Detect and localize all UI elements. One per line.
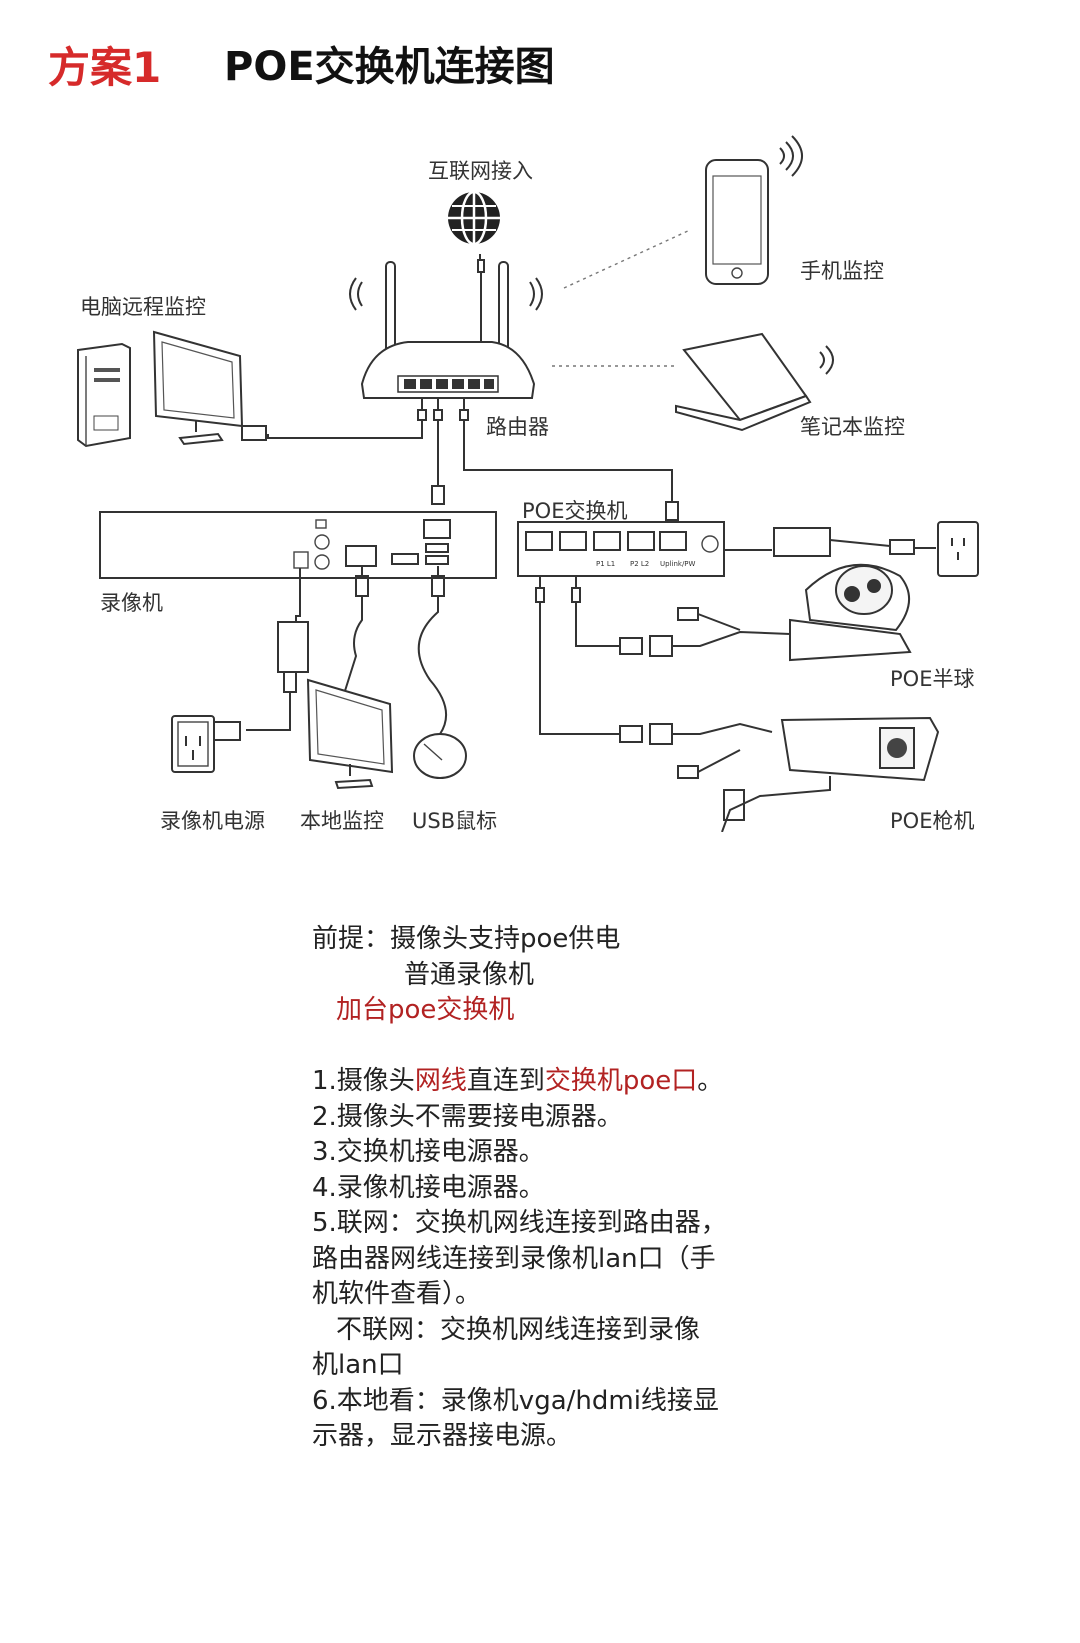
note-item-5: 5.联网：交换机网线连接到路由器， — [312, 1208, 727, 1238]
premise-label: 前提： — [312, 924, 391, 954]
label-usb-mouse: USB鼠标 — [412, 809, 497, 832]
note-item-3: 3.交换机接电源器。 — [312, 1137, 545, 1167]
usb-mouse-icon — [413, 733, 467, 779]
nvr-recorder-icon — [99, 511, 497, 579]
premise-line-2: 普通录像机 — [404, 959, 535, 990]
note-item-5-cont: 机lan口 — [312, 1350, 404, 1380]
premise-line: 前提：摄像头支持poe供电 — [312, 922, 792, 958]
label-router: 路由器 — [486, 415, 549, 439]
wifi-waves-icon — [349, 277, 543, 311]
note-highlight: 网线 — [414, 1066, 467, 1096]
note-item-4: 4.录像机接电源器。 — [312, 1172, 545, 1203]
local-monitor-icon — [306, 678, 394, 790]
label-bullet: POE枪机 — [890, 809, 974, 832]
power-outlet-icon — [171, 715, 241, 773]
note-item-1: 1.摄像头网线直连到交换机poe口。 — [312, 1064, 792, 1100]
switch-port-label: P2 L2 — [630, 560, 649, 568]
router-pc-cable — [267, 398, 427, 439]
note-item-5-offline: 不联网：交换机网线连接到录像 — [336, 1314, 701, 1345]
globe-icon — [448, 190, 500, 246]
note-item-6-cont: 示器，显示器接电源。 — [312, 1421, 573, 1451]
vga-cable — [343, 566, 369, 695]
note-item-2: 2.摄像头不需要接电源器。 — [312, 1101, 623, 1132]
label-nvr-power: 录像机电源 — [160, 809, 265, 832]
label-poe-switch: POE交换机 — [522, 499, 627, 523]
switch-dome-cable — [571, 576, 620, 647]
label-internet: 互联网接入 — [428, 159, 533, 183]
desktop-pc-icon — [77, 330, 244, 448]
router-switch-cable — [459, 398, 679, 521]
label-phone: 手机监控 — [800, 259, 884, 283]
poe-switch-icon: P1 L1 P2 L2 Uplink/PW — [517, 521, 725, 577]
note-item-6: 6.本地看：录像机vga/hdmi线接显 — [312, 1385, 719, 1416]
premise-line-3: 加台poe交换机 — [336, 995, 515, 1025]
switch-port-label: P1 L1 — [596, 560, 615, 568]
premise-text: 摄像头支持poe供电 — [390, 924, 621, 954]
switch-port-label: Uplink/PW — [660, 560, 696, 568]
label-dome: POE半球 — [890, 667, 974, 691]
bullet-camera-icon — [619, 716, 940, 832]
scheme-label: 方案1 — [48, 43, 162, 92]
router-nvr-cable — [431, 398, 445, 505]
label-laptop: 笔记本监控 — [800, 415, 905, 439]
internet-cable — [477, 254, 485, 352]
smartphone-icon — [705, 135, 803, 285]
laptop-icon — [675, 332, 834, 432]
diagram-title: POE交换机连接图 — [224, 44, 555, 90]
note-text: 直连到 — [466, 1066, 545, 1096]
usb-cable — [417, 566, 447, 735]
pc-connector — [241, 425, 267, 441]
nvr-power-cable — [295, 568, 301, 622]
note-item-5-cont: 路由器网线连接到录像机lan口（手 — [312, 1243, 716, 1274]
router-icon — [360, 261, 536, 399]
note-highlight: 交换机poe口 — [544, 1066, 698, 1096]
phone-link — [563, 229, 691, 289]
switch-power-adapter — [773, 527, 831, 557]
dome-camera-icon — [619, 563, 912, 662]
switch-plug-cable — [829, 539, 936, 555]
note-text: 。 — [697, 1066, 724, 1096]
notes-panel: 前提：摄像头支持poe供电 普通录像机 加台poe交换机 1.摄像头网线直连到交… — [312, 922, 792, 1455]
power-outlet-icon — [937, 521, 979, 577]
adapter-cable — [246, 672, 297, 731]
note-text: 1.摄像头 — [312, 1066, 415, 1096]
note-item-5-cont: 机软件查看）。 — [312, 1279, 482, 1309]
label-pc-remote: 电脑远程监控 — [80, 295, 206, 319]
label-nvr: 录像机 — [100, 591, 163, 615]
switch-bullet-cable — [535, 576, 620, 735]
spacer — [312, 1029, 792, 1065]
label-local-monitor: 本地监控 — [300, 809, 384, 832]
network-diagram: 互联网接入 路由器 电脑远程监控 — [77, 135, 979, 832]
power-adapter-icon — [277, 621, 309, 673]
